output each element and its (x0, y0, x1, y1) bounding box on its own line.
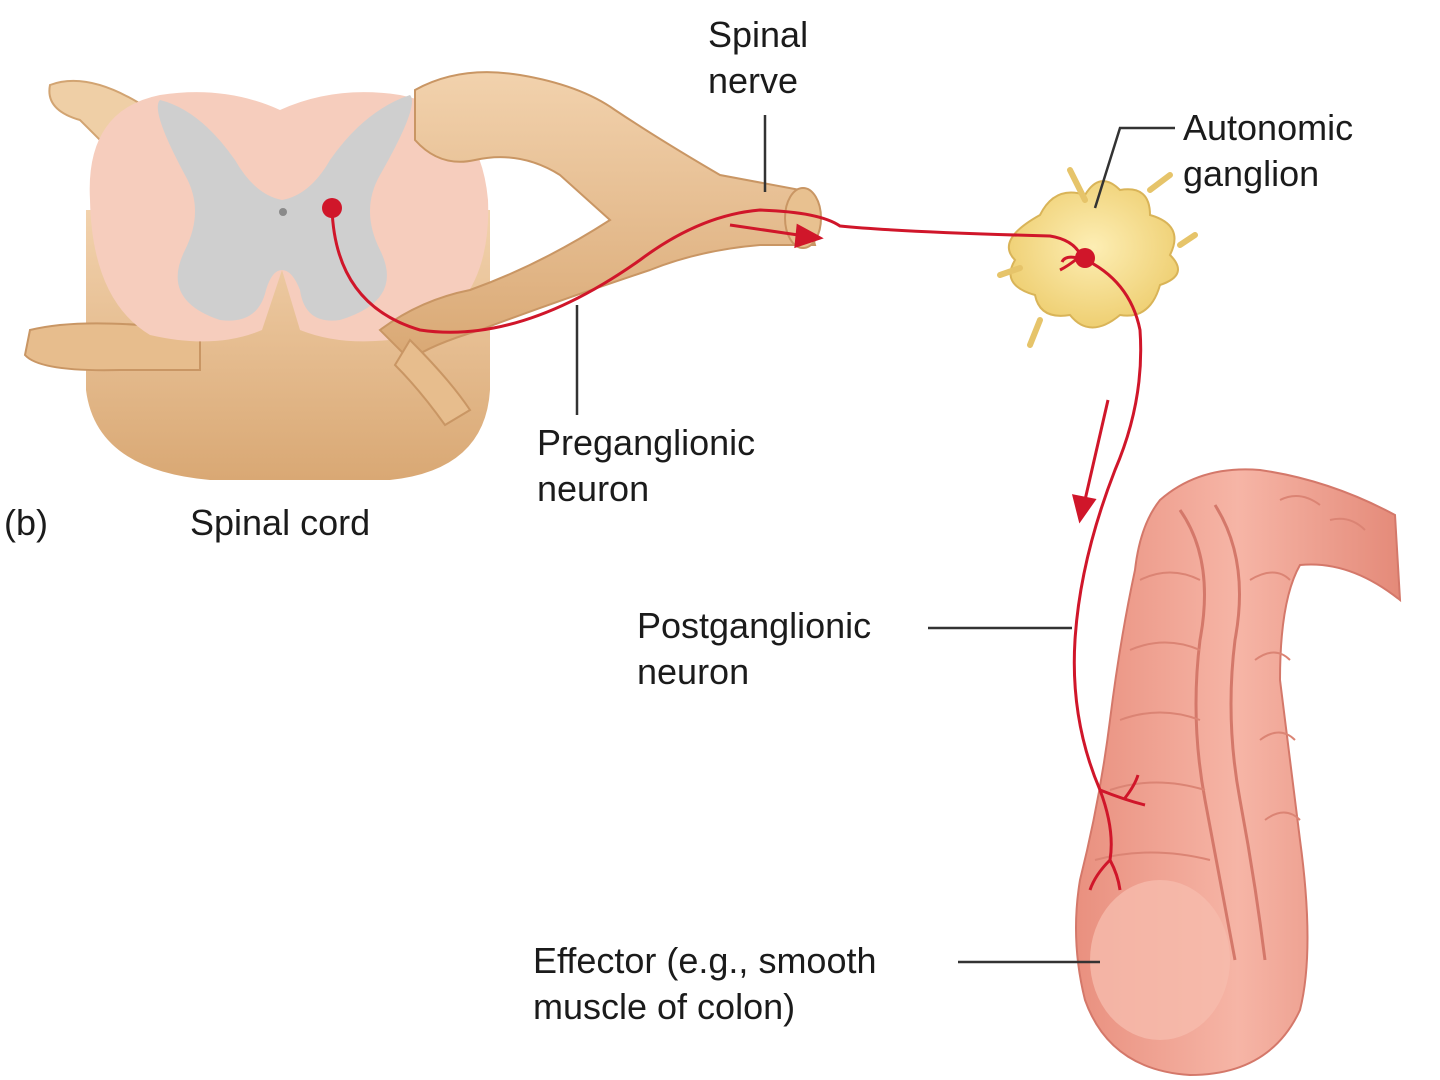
label-spinal-nerve-line-2: nerve (708, 60, 799, 101)
postganglionic-terminal-branches (1088, 774, 1146, 891)
colon-effector (1075, 468, 1402, 1077)
arrow-preganglionic (729, 223, 806, 238)
postganglionic-cell-body (1075, 248, 1095, 268)
panel-label: (b) (4, 502, 48, 543)
label-postganglionic-line-1: Postganglionic (637, 605, 872, 646)
preganglionic-cell-body (322, 198, 342, 218)
colon-taenia-2 (1213, 504, 1267, 961)
label-preganglionic-line-2: neuron (537, 468, 650, 509)
colon-haustra (1094, 495, 1366, 861)
leader-lines (575, 115, 1175, 964)
neuron-pathway (330, 207, 1146, 891)
colon-taenia (1178, 509, 1237, 961)
label-effector-line-1: Effector (e.g., smooth (533, 940, 877, 981)
arrow-postganglionic (1083, 399, 1110, 501)
spinal-nerve (378, 71, 822, 427)
ventral-rootlets-right (393, 338, 472, 427)
label-preganglionic-neuron: Preganglionic neuron (537, 420, 755, 512)
central-canal (279, 208, 287, 216)
spinal-cord (23, 79, 490, 480)
preganglionic-axon (330, 207, 1084, 334)
label-spinal-cord: Spinal cord (190, 502, 371, 543)
postganglionic-axon (1072, 256, 1143, 791)
label-autonomic-ganglion-line-2: ganglion (1183, 153, 1320, 194)
label-spinal-nerve-line-1: Spinal (708, 14, 809, 55)
spinal-cord-gray-matter (157, 95, 412, 321)
label-autonomic-ganglion: Autonomic ganglion (1183, 105, 1353, 197)
label-spinal-nerve: Spinal nerve (708, 12, 808, 104)
label-autonomic-ganglion-line-1: Autonomic (1183, 107, 1354, 148)
label-postganglionic-line-2: neuron (637, 651, 750, 692)
spinal-nerve-trunk (378, 71, 817, 362)
label-effector: Effector (e.g., smooth muscle of colon) (533, 938, 877, 1030)
arrowhead-postganglionic (1071, 494, 1097, 524)
label-postganglionic-neuron: Postganglionic neuron (637, 603, 871, 695)
ganglion-processes (997, 167, 1198, 348)
arrowhead-preganglionic (794, 223, 824, 249)
label-effector-line-2: muscle of colon) (533, 986, 796, 1027)
impulse-direction-arrows (729, 223, 1110, 524)
colon-haustrum-large (1090, 880, 1230, 1040)
label-preganglionic-line-1: Preganglionic (537, 422, 756, 463)
leader-autonomic-ganglion (1093, 126, 1175, 209)
